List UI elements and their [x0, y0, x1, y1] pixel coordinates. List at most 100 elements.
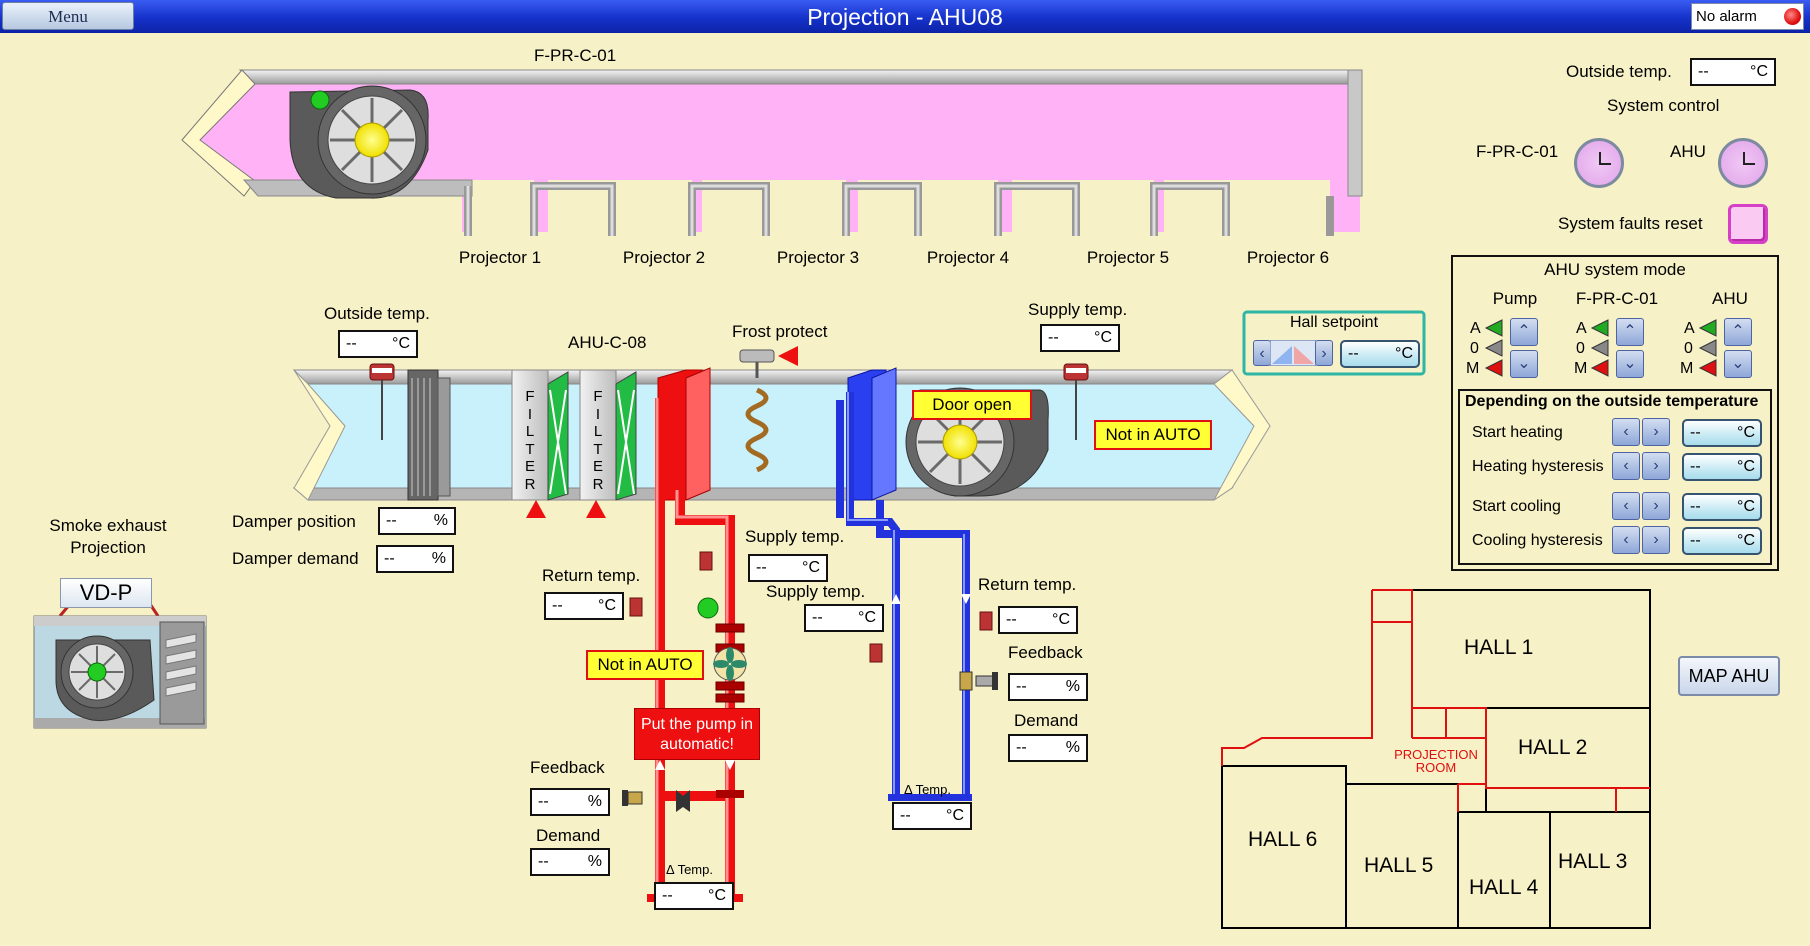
damper-position-value: --%	[378, 507, 456, 535]
hall-4-label[interactable]: HALL 4	[1469, 876, 1539, 899]
door-open-warning: Door open	[912, 390, 1032, 420]
ahu-supply-temp-value: --°C	[1040, 324, 1120, 352]
smoke-exhaust-fan	[33, 603, 207, 729]
ahu-mode-down-button[interactable]: ⌄	[1724, 350, 1752, 378]
fprc-schedule-clock-icon[interactable]	[1574, 138, 1624, 188]
smoke-exhaust-tag[interactable]: VD-P	[60, 578, 152, 608]
hall-6-label[interactable]: HALL 6	[1248, 828, 1318, 851]
map-ahu-button[interactable]: MAP AHU	[1678, 656, 1780, 696]
ahu-mode-title: AHU system mode	[1544, 260, 1686, 279]
heating-hysteresis-decrease-button[interactable]: ‹	[1612, 452, 1640, 480]
heating-hysteresis-label: Heating hysteresis	[1472, 458, 1604, 475]
ahu-schedule-clock-icon[interactable]	[1718, 138, 1768, 188]
cooling-hysteresis-increase-button[interactable]: ›	[1642, 526, 1670, 554]
ahu-mode-0: 0	[1684, 340, 1693, 357]
projector-6: Projector 6	[1246, 248, 1330, 267]
cooling-demand-label: Demand	[1014, 711, 1079, 730]
ahu-schedule-label: AHU	[1670, 142, 1706, 161]
ahu-not-in-auto-warning: Not in AUTO	[1094, 420, 1212, 450]
start-cooling-label: Start cooling	[1472, 498, 1561, 515]
start-cooling-increase-button[interactable]: ›	[1642, 492, 1670, 520]
top-duct	[181, 69, 1363, 236]
pump-mode-indicator-icon	[1484, 319, 1503, 377]
fprc-mode-up-button[interactable]: ⌃	[1616, 318, 1644, 346]
heating-hysteresis-increase-button[interactable]: ›	[1642, 452, 1670, 480]
cooling-supply-temp-label: Supply temp.	[766, 582, 866, 601]
system-control-label: System control	[1607, 96, 1720, 115]
faults-reset-button[interactable]	[1728, 204, 1768, 244]
ahu-mode-m: M	[1680, 360, 1694, 377]
mode-col-pump: Pump	[1492, 289, 1538, 308]
heating-supply-temp-value: --°C	[748, 554, 828, 582]
cooling-feedback-value: --%	[1008, 673, 1088, 701]
heating-demand-value: --%	[530, 848, 610, 876]
heating-demand-label: Demand	[536, 826, 601, 845]
heating-supply-temp-label: Supply temp.	[745, 527, 845, 546]
start-heating-label: Start heating	[1472, 424, 1563, 441]
smoke-exhaust-sublabel: Projection	[70, 538, 146, 557]
fprc-schedule-label: F-PR-C-01	[1476, 142, 1559, 161]
mode-col-ahu: AHU	[1712, 289, 1748, 308]
heating-delta-label: Δ Temp.	[666, 862, 713, 877]
hall-1-label[interactable]: HALL 1	[1464, 636, 1534, 659]
alarm-indicator[interactable]: No alarm	[1691, 3, 1804, 30]
cooling-delta-value: --°C	[892, 802, 972, 830]
start-cooling-value: --°C	[1682, 493, 1762, 521]
ahu-mode-panel-border	[1451, 255, 1779, 571]
building-map	[1221, 589, 1651, 929]
pump-mode-down-button[interactable]: ⌄	[1510, 350, 1538, 378]
fprc-mode-0: 0	[1576, 340, 1585, 357]
ahu-mode-up-button[interactable]: ⌃	[1724, 318, 1752, 346]
cooling-circuit	[836, 392, 998, 801]
fprc-mode-m: M	[1574, 360, 1588, 377]
ahu-mode-a: A	[1684, 320, 1695, 337]
damper-demand-label: Damper demand	[232, 549, 359, 568]
outside-temp-label: Outside temp.	[1566, 62, 1672, 81]
faults-reset-label: System faults reset	[1558, 214, 1703, 233]
pump-mode-m: M	[1466, 360, 1480, 377]
hall-setpoint-increase-button[interactable]: ›	[1315, 340, 1333, 366]
projector-2: Projector 2	[622, 248, 706, 267]
depending-title: Depending on the outside temperature	[1465, 393, 1759, 410]
hall-setpoint-slider-icon	[1270, 340, 1316, 366]
ahu-outside-temp-label: Outside temp.	[324, 304, 430, 323]
hall-3-label[interactable]: HALL 3	[1558, 850, 1628, 873]
cooling-hysteresis-decrease-button[interactable]: ‹	[1612, 526, 1640, 554]
menu-button[interactable]: Menu	[2, 2, 134, 30]
frost-protect-label: Frost protect	[732, 322, 828, 341]
start-heating-value: --°C	[1682, 419, 1762, 447]
mode-col-fprc: F-PR-C-01	[1575, 289, 1659, 308]
depending-panel-border	[1458, 389, 1772, 565]
hall-setpoint-decrease-button[interactable]: ‹	[1253, 340, 1271, 366]
cooling-feedback-label: Feedback	[1008, 643, 1083, 662]
hall-5-label[interactable]: HALL 5	[1364, 854, 1434, 877]
start-heating-increase-button[interactable]: ›	[1642, 418, 1670, 446]
ahu-supply-temp-label: Supply temp.	[1028, 300, 1128, 319]
heating-delta-value: --°C	[654, 882, 734, 910]
fprc-mode-a: A	[1576, 320, 1587, 337]
smoke-exhaust-label: Smoke exhaust	[49, 516, 167, 535]
fan-unit-name: F-PR-C-01	[534, 46, 617, 65]
start-heating-decrease-button[interactable]: ‹	[1612, 418, 1640, 446]
ahu-name: AHU-C-08	[568, 333, 647, 352]
heating-feedback-label: Feedback	[530, 758, 605, 777]
projector-1: Projector 1	[458, 248, 542, 267]
cooling-return-temp-value: --°C	[998, 606, 1078, 634]
pump-mode-up-button[interactable]: ⌃	[1510, 318, 1538, 346]
heating-feedback-value: --%	[530, 788, 610, 816]
hall-2-label[interactable]: HALL 2	[1518, 736, 1588, 759]
ahu-outside-temp-value: --°C	[338, 330, 418, 358]
heating-hysteresis-value: --°C	[1682, 453, 1762, 481]
cooling-demand-value: --%	[1008, 734, 1088, 762]
pump-auto-warning: Put the pump in automatic!	[634, 708, 760, 760]
fprc-mode-indicator-icon	[1590, 319, 1609, 377]
cooling-delta-label: Δ Temp.	[904, 782, 951, 797]
damper-position-label: Damper position	[232, 512, 356, 531]
fprc-mode-down-button[interactable]: ⌄	[1616, 350, 1644, 378]
projector-4: Projector 4	[926, 248, 1010, 267]
start-cooling-decrease-button[interactable]: ‹	[1612, 492, 1640, 520]
title-bar	[0, 0, 1810, 33]
cooling-return-temp-label: Return temp.	[978, 575, 1077, 594]
